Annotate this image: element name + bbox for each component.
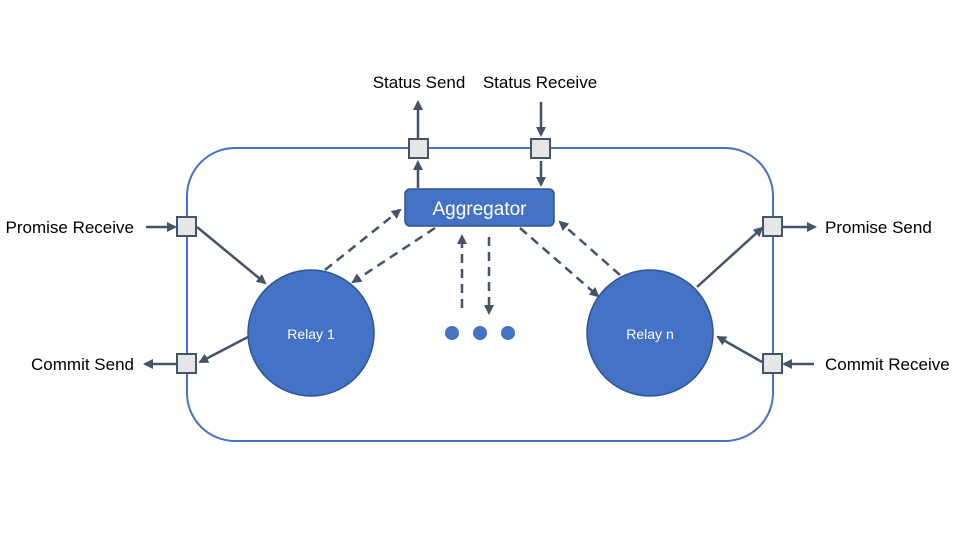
commit-send-port bbox=[176, 353, 197, 374]
ellipsis-dot bbox=[501, 326, 515, 340]
relay-n-to-promise-port-arrow bbox=[696, 226, 764, 288]
aggregator-to-relay-1-dashed-arrow bbox=[351, 226, 436, 284]
relay-1-label: Relay 1 bbox=[287, 326, 335, 342]
relay-n-to-aggregator-dashed-arrow bbox=[558, 220, 621, 276]
commit-port-to-relay-n-arrow bbox=[716, 335, 763, 364]
status-receive-port bbox=[530, 138, 551, 159]
relay-1-to-aggregator-dashed-arrow bbox=[324, 208, 402, 271]
promise-receive-label: Promise Receive bbox=[6, 218, 135, 237]
system-container bbox=[186, 147, 774, 442]
promise-send-label: Promise Send bbox=[825, 218, 932, 237]
status-send-label: Status Send bbox=[373, 73, 466, 92]
commit-receive-port bbox=[762, 353, 783, 374]
aggregator-box bbox=[404, 188, 555, 227]
promise-send-port bbox=[762, 216, 783, 237]
status-send-port bbox=[408, 138, 429, 159]
promise-receive-port bbox=[176, 216, 197, 237]
promise-port-to-relay-1-arrow bbox=[196, 226, 267, 285]
status-receive-label: Status Receive bbox=[483, 73, 597, 92]
relay-1-node bbox=[247, 269, 375, 397]
relay-n-node bbox=[586, 269, 714, 397]
relay-n-label: Relay n bbox=[626, 326, 673, 342]
ellipsis-dot bbox=[473, 326, 487, 340]
ellipsis-dot bbox=[445, 326, 459, 340]
aggregator-label: Aggregator bbox=[432, 199, 527, 220]
commit-receive-label: Commit Receive bbox=[825, 355, 950, 374]
relay-1-to-commit-port-arrow bbox=[198, 335, 249, 364]
aggregator-to-relay-n-dashed-arrow bbox=[519, 227, 600, 298]
commit-send-label: Commit Send bbox=[31, 355, 134, 374]
